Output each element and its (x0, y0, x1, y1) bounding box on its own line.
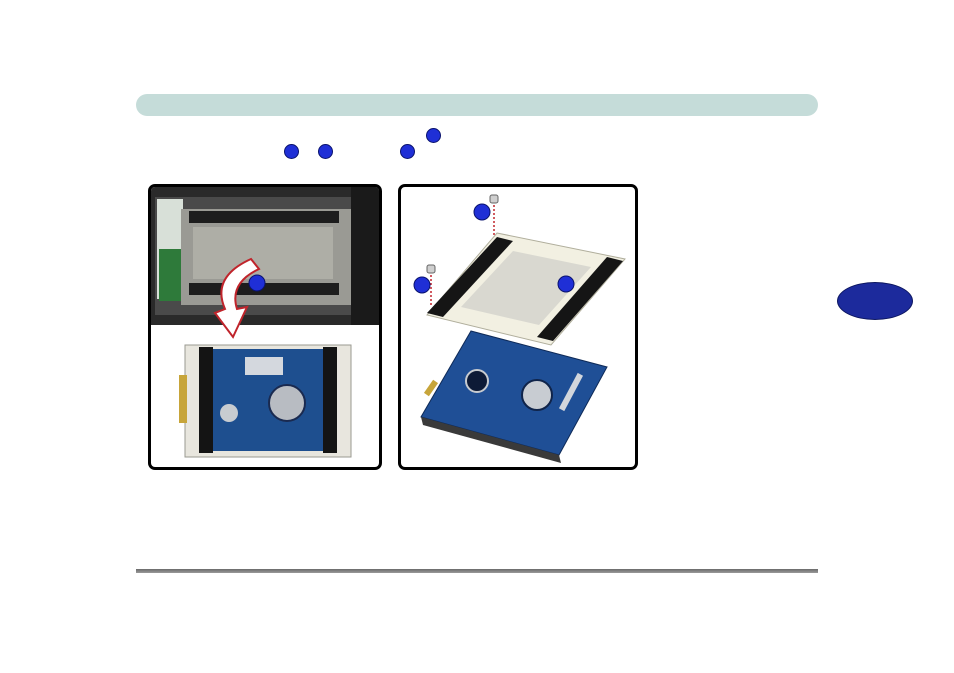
callout-marker (426, 128, 441, 143)
callout-marker (249, 275, 265, 291)
footer-rule (136, 569, 818, 573)
chapter-tab[interactable] (837, 282, 913, 320)
figure-hdd-removal (148, 184, 382, 470)
screw-icon (427, 265, 435, 273)
figure-hdd-bracket (398, 184, 638, 470)
chapter-header-bar (136, 94, 818, 116)
callout-marker (318, 144, 333, 159)
callout-marker (558, 276, 574, 292)
hdd-removal-illustration (151, 187, 379, 467)
callout-marker (284, 144, 299, 159)
callout-marker (474, 204, 490, 220)
callout-marker (414, 277, 430, 293)
hdd-bracket-illustration (401, 187, 635, 467)
screw-icon (490, 195, 498, 203)
callout-marker (400, 144, 415, 159)
